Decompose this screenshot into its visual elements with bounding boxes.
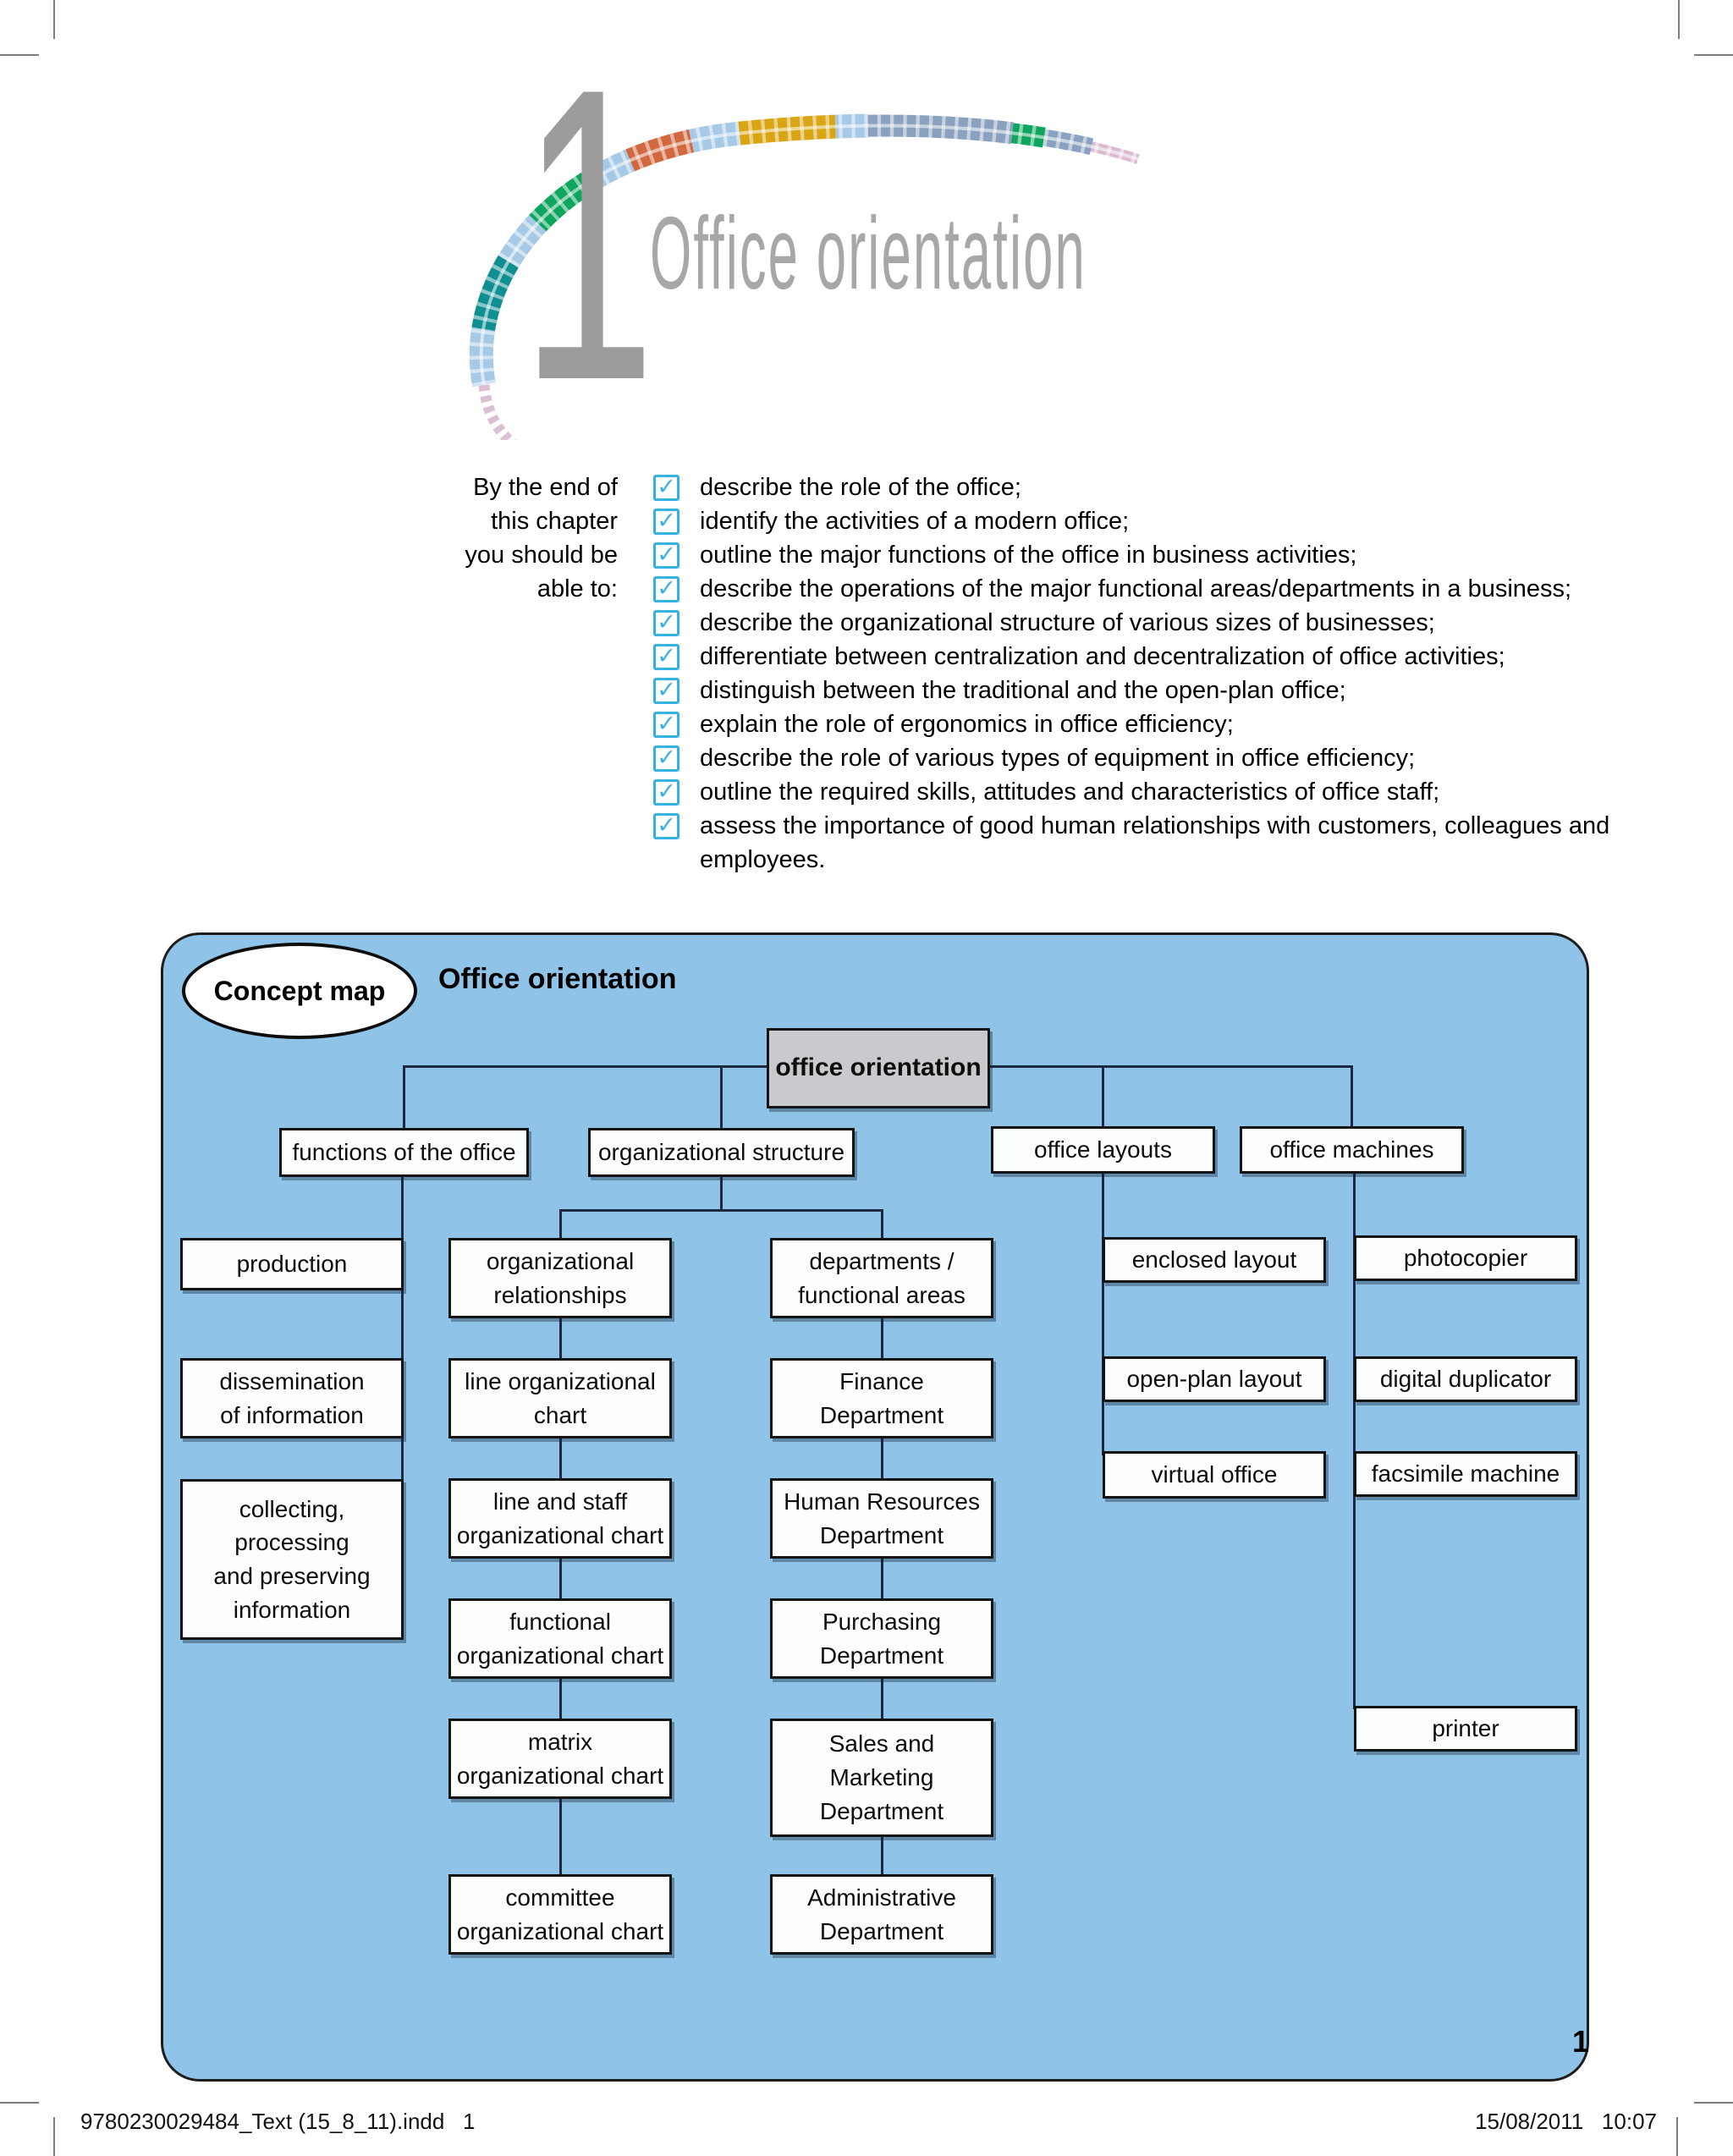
connector-line	[1351, 1065, 1353, 1129]
node-open-plan-layout: open-plan layout	[1103, 1356, 1326, 1402]
objective-item: ✓ identify the activities of a modern off…	[653, 504, 1618, 538]
crop-mark	[1678, 0, 1680, 39]
node-matrix-organizational-chart: matrix organizational chart	[448, 1719, 672, 1799]
page-number: 1	[1571, 2024, 1589, 2059]
node-printer: printer	[1354, 1706, 1577, 1752]
objective-text: identify the activities of a modern offi…	[700, 508, 1130, 535]
objective-item: ✓ distinguish between the traditional and…	[653, 674, 1618, 707]
lead-line: this chapter	[491, 508, 618, 535]
connector-line	[559, 1209, 562, 1240]
objective-item: ✓ outline the major functions of the offi…	[653, 538, 1618, 572]
crop-mark	[0, 54, 39, 56]
node-functions-of-the-office: functions of the office	[279, 1128, 529, 1177]
checkbox-checked-icon: ✓	[653, 542, 679, 569]
connector-line	[881, 1317, 883, 1877]
objective-text: outline the major functions of the offic…	[700, 542, 1357, 569]
node-functional-organizational-chart: functional organizational chart	[448, 1598, 672, 1679]
node-dissemination-of-information: dissemination of information	[180, 1358, 404, 1438]
node-virtual-office: virtual office	[1103, 1451, 1326, 1499]
objective-item: ✓ describe the operations of the major fu…	[653, 572, 1618, 606]
node-purchasing-department: Purchasing Department	[770, 1598, 993, 1679]
node-line-and-staff-organizational-chart: line and staff organizational chart	[448, 1478, 672, 1559]
node-office-layouts: office layouts	[991, 1126, 1215, 1174]
objective-item: ✓ differentiate between centralization an…	[653, 640, 1618, 674]
objective-text: outline the required skills, attitudes a…	[700, 778, 1440, 806]
checkbox-checked-icon: ✓	[653, 509, 679, 535]
objective-item: ✓ describe the role of the office;	[653, 470, 1618, 504]
connector-line	[559, 1317, 562, 1877]
objective-text: describe the role of various types of eq…	[700, 745, 1416, 772]
chapter-title: Office orientation	[650, 195, 1087, 311]
node-digital-duplicator: digital duplicator	[1354, 1356, 1577, 1402]
node-finance-department: Finance Department	[770, 1358, 993, 1438]
connector-line	[559, 1209, 883, 1212]
node-administrative-department: Administrative Department	[770, 1874, 993, 1955]
objective-item: ✓ outline the required skills, attitudes …	[653, 775, 1618, 809]
crop-mark	[1694, 2102, 1733, 2104]
concept-map-badge: Concept map	[182, 943, 417, 1039]
node-organizational-relationships: organizational relationships	[448, 1238, 672, 1318]
connector-line	[1102, 1173, 1104, 1455]
checkbox-checked-icon: ✓	[653, 644, 679, 670]
connector-line	[1102, 1065, 1104, 1129]
node-office-machines: office machines	[1240, 1126, 1464, 1174]
node-enclosed-layout: enclosed layout	[1103, 1237, 1326, 1283]
chapter-number: 1	[520, 3, 656, 467]
footer-production-note: 9780230029484_Text (15_8_11).indd 1	[80, 2109, 476, 2134]
node-organizational-structure: organizational structure	[588, 1128, 855, 1177]
objective-text: distinguish between the traditional and …	[700, 677, 1346, 704]
objective-item: ✓ assess the importance of good human rel…	[653, 809, 1618, 877]
checkbox-checked-icon: ✓	[653, 745, 679, 772]
checkbox-checked-icon: ✓	[653, 475, 679, 501]
crop-mark	[1676, 2117, 1678, 2156]
crop-mark	[1694, 54, 1733, 56]
objective-text: describe the operations of the major fun…	[700, 575, 1572, 602]
objective-text: describe the organizational structure of…	[700, 609, 1435, 636]
node-human-resources-department: Human Resources Department	[770, 1478, 993, 1559]
checkbox-checked-icon: ✓	[653, 610, 679, 636]
objective-text: explain the role of ergonomics in office…	[700, 711, 1234, 738]
connector-line	[403, 1065, 405, 1130]
concept-map-title: Office orientation	[438, 963, 677, 995]
objective-item: ✓ describe the organizational structure o…	[653, 606, 1618, 640]
checkbox-checked-icon: ✓	[653, 779, 679, 806]
node-sales-and-marketing-department: Sales and Marketing Department	[770, 1719, 993, 1837]
crop-mark	[53, 0, 55, 39]
node-office-orientation: office orientation	[767, 1028, 990, 1108]
crop-mark	[53, 2117, 55, 2156]
connector-line	[720, 1065, 723, 1130]
node-photocopier: photocopier	[1354, 1235, 1577, 1281]
objective-item: ✓ describe the role of various types of e…	[653, 741, 1618, 775]
objectives-lead-in: By the end of this chapter you should be…	[322, 470, 618, 606]
objective-text: describe the role of the office;	[700, 474, 1021, 501]
node-collecting-processing-preserving: collecting, processing and preserving in…	[180, 1479, 404, 1640]
chapter-swoosh-decoration	[469, 113, 1142, 440]
lead-line: By the end of	[473, 474, 618, 501]
objective-item: ✓ explain the role of ergonomics in offic…	[653, 707, 1618, 741]
checkbox-checked-icon: ✓	[653, 712, 679, 738]
connector-line	[881, 1209, 883, 1240]
checkbox-checked-icon: ✓	[653, 678, 679, 704]
crop-mark	[0, 2102, 39, 2104]
lead-line: you should be	[465, 542, 618, 569]
objective-text: assess the importance of good human rela…	[700, 812, 1610, 873]
node-departments-functional-areas: departments / functional areas	[770, 1238, 993, 1318]
objective-text: differentiate between centralization and…	[700, 643, 1505, 670]
connector-line	[720, 1176, 723, 1212]
checkbox-checked-icon: ✓	[653, 813, 679, 839]
connector-line	[1353, 1173, 1356, 1709]
objectives-list: ✓ describe the role of the office; ✓ ident…	[653, 470, 1618, 877]
checkbox-checked-icon: ✓	[653, 576, 679, 602]
node-committee-organizational-chart: committee organizational chart	[448, 1874, 672, 1955]
lead-line: able to:	[536, 575, 618, 602]
node-line-organizational-chart: line organizational chart	[448, 1358, 672, 1438]
footer-timestamp: 15/08/2011 10:07	[1475, 2109, 1657, 2134]
node-facsimile-machine: facsimile machine	[1354, 1451, 1577, 1497]
node-production: production	[180, 1238, 404, 1290]
